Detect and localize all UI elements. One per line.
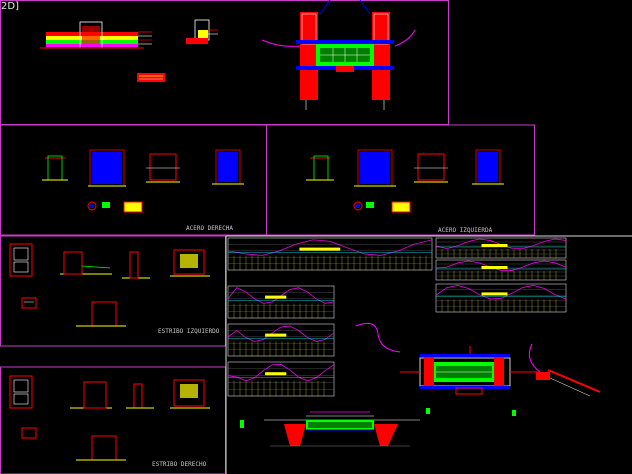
sheet-frames: [0, 0, 535, 474]
bridge-plan-bottom: [240, 322, 601, 428]
frame-estribo-der: [0, 366, 226, 474]
acero-derecha-details: [42, 149, 244, 213]
acero-izquierda-details: [306, 149, 504, 213]
profile-table: [227, 237, 433, 271]
estribo-derecho-details: [9, 375, 210, 461]
frame-mid-right: [266, 124, 535, 236]
profile-table: [227, 285, 335, 319]
label-acero-izquierda: ACERO IZQUIERDA: [438, 227, 493, 234]
viewport-tag[interactable]: 2D]: [1, 1, 19, 12]
bridge-elevation-top: [261, 0, 416, 110]
label-estribo-derecho: ESTRIBO DERECHO: [152, 461, 207, 468]
bridge-long-section-bottom: [264, 411, 420, 447]
estribo-izquierdo-details: [9, 243, 210, 327]
profile-tables-group: [227, 237, 567, 397]
label-estribo-izquierdo: ESTRIBO IZQUIERDO: [158, 328, 220, 335]
small-detail-top: [186, 19, 218, 44]
profile-table: [227, 323, 335, 357]
profile-table: [435, 259, 567, 281]
deck-section-drawing: [40, 21, 152, 49]
label-acero-derecha: ACERO DERECHA: [186, 225, 233, 232]
profile-table: [227, 361, 335, 397]
profile-table: [435, 237, 567, 259]
legend-box-top: [137, 73, 165, 82]
profile-table: [435, 283, 567, 313]
